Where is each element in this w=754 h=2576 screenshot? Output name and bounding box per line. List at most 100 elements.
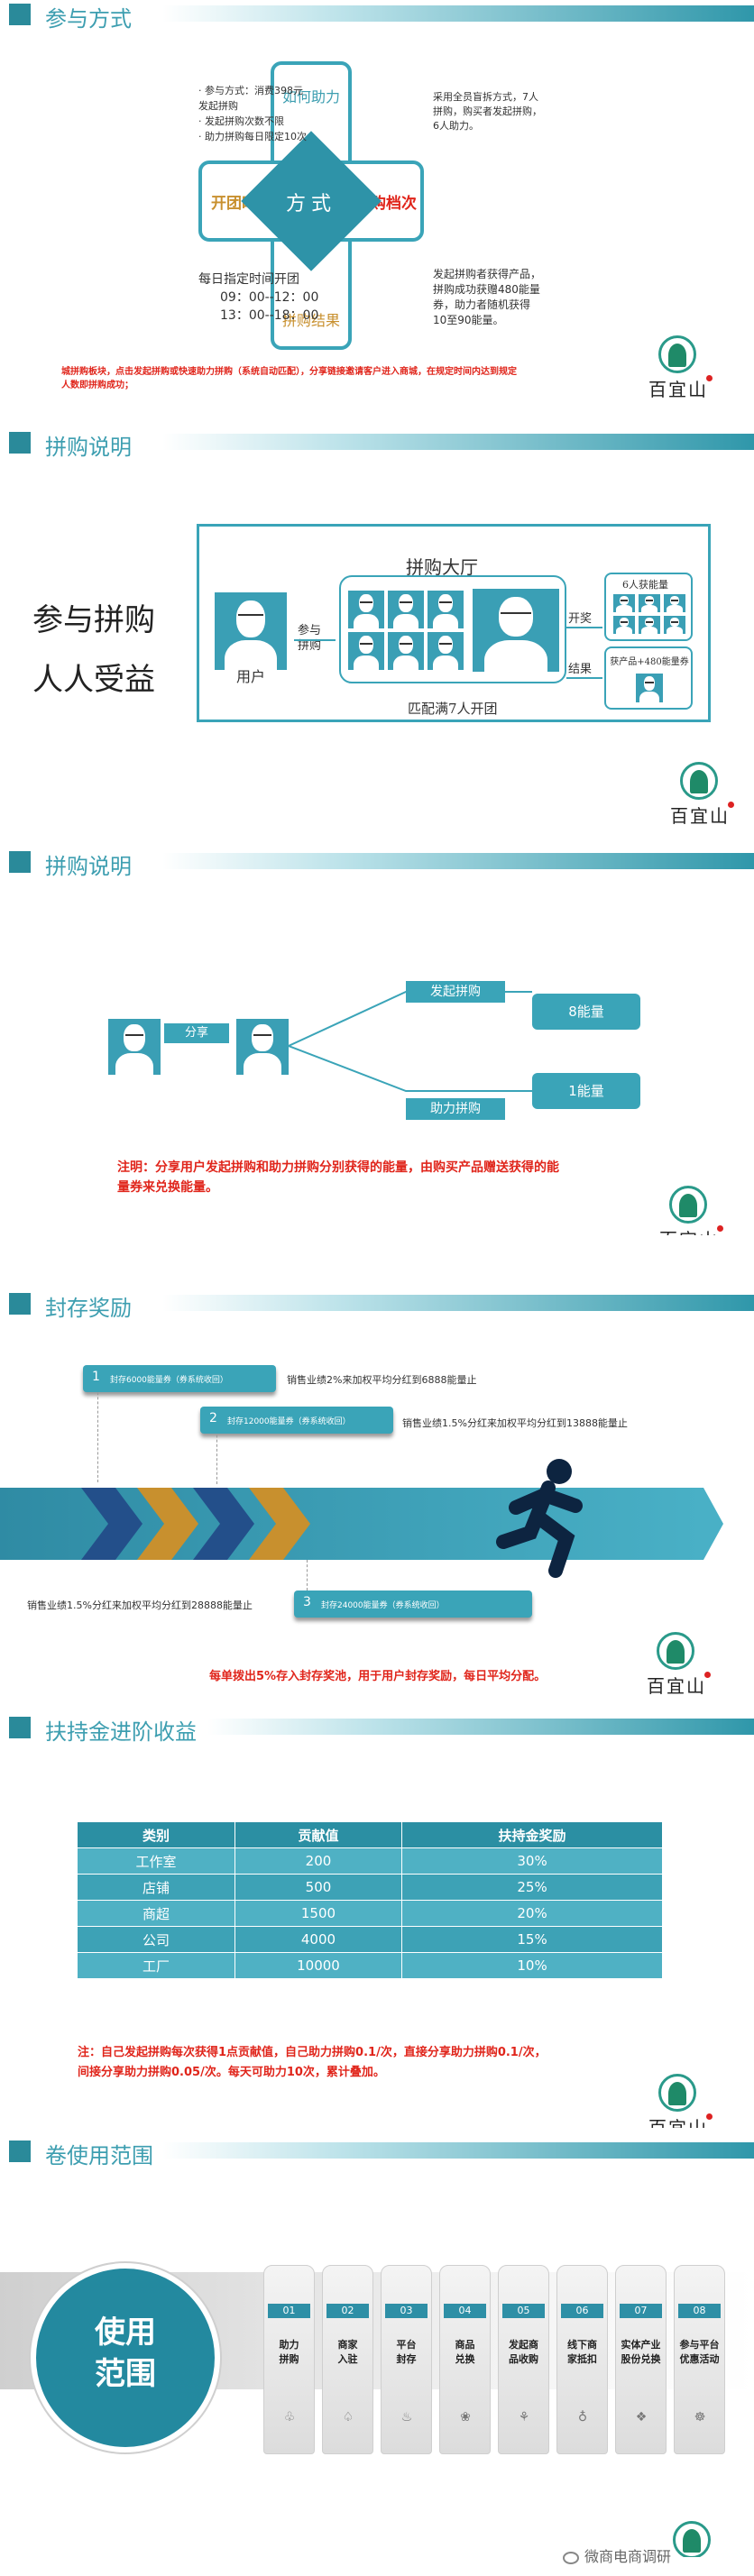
user-avatar [215, 592, 287, 670]
table-cell: 店铺 [77, 1874, 235, 1901]
launch-tag: 发起拼购 [406, 981, 505, 1003]
card-icon: ❖ [635, 2410, 648, 2425]
table-cell: 工厂 [77, 1952, 235, 1979]
six-box [604, 573, 693, 641]
prod-box [604, 646, 693, 710]
band-arrow-tip [703, 1488, 723, 1560]
hall-avatar [348, 591, 384, 628]
section-participation: 参与方式 如何助力 开团时间 拼购档次 拼购结果 方式 · 参与方式：消费398… [0, 0, 754, 424]
brand-logo: 百宜山 [664, 762, 736, 827]
brand-logo: 百宜山 [640, 1632, 713, 1697]
card-icon: ♁ [577, 2410, 588, 2425]
brand-logo: 百宜山 [653, 1186, 725, 1235]
section-group-buy-flow: 拼购说明 参与拼购人人受益 用户 参与拼购 拼购大厅 匹配满7人开团 开奖 结果… [0, 428, 754, 839]
wechat-icon [563, 2551, 579, 2564]
join-label: 参与拼购 [298, 624, 322, 653]
section-header: 拼购说明 [0, 848, 754, 879]
card-icon: ⚘ [518, 2410, 530, 2425]
join-arrow [294, 639, 336, 641]
card-number: 06 [561, 2304, 603, 2318]
header-block [9, 1293, 31, 1315]
s4-note: 每单拨出5%存入封存奖池，用于用户封存奖励，每日平均分配。 [209, 1670, 547, 1683]
card-label: 助力 拼购 [279, 2339, 299, 2365]
reward-2: 2 封存12000能量券（券系统收回） [200, 1407, 393, 1434]
energy-1: 1能量 [532, 1073, 640, 1109]
section-header: 拼购说明 [0, 428, 754, 460]
card-label: 商家 入驻 [337, 2339, 358, 2365]
hall-avatar [388, 632, 424, 670]
table-cell: 10000 [234, 1952, 403, 1979]
s5-note: 注：自己发起拼购每次获得1点贡献值，自己助力拼购0.1/次，直接分享助力拼购0.… [78, 2046, 547, 2079]
card-number: 08 [678, 2304, 721, 2318]
card-number: 07 [620, 2304, 662, 2318]
card-label: 平台 封存 [396, 2339, 417, 2365]
section-sealed-rewards: 封存奖励 1 封存6000能量券（券系统收回） 销售业绩2%来加权平均分红到68… [0, 1289, 754, 1704]
slogan: 参与拼购人人受益 [32, 602, 155, 698]
card-number: 04 [444, 2304, 486, 2318]
card-label: 发起商 品收购 [509, 2339, 538, 2365]
hall-avatar [428, 591, 464, 628]
table-cell: 公司 [77, 1926, 235, 1953]
tr-text: 采用全员盲拆方式，7人拼购，购买者发起拼购，6人助力。 [433, 91, 542, 132]
section-title: 参与方式 [45, 6, 132, 32]
receiver-avatar [236, 1019, 289, 1075]
winner-avatar [636, 674, 663, 702]
card-number: 05 [502, 2304, 545, 2318]
six-avatar [613, 594, 635, 612]
section-header: 扶持金进阶收益 [0, 1713, 754, 1745]
card-icon: ♨ [400, 2410, 413, 2425]
six-avatar [664, 594, 685, 612]
runner-icon [496, 1459, 583, 1578]
reward-3-desc: 销售业绩1.5%分红来加权平均分红到28888能量止 [27, 1600, 253, 1611]
card-icon: ❀ [460, 2410, 471, 2425]
chevrons [81, 1488, 310, 1560]
table-cell: 15% [401, 1926, 663, 1953]
section-title: 拼购说明 [45, 435, 132, 460]
section-header: 封存奖励 [0, 1289, 754, 1321]
center-label: 方式 [285, 193, 336, 215]
card-number: 01 [268, 2304, 310, 2318]
card-icon: ♧ [283, 2410, 296, 2425]
hall-avatar [428, 632, 464, 670]
flow-box [197, 524, 711, 722]
result-label: 结果 [568, 663, 593, 676]
s3-note: 注明：分享用户发起拼购和助力拼购分别获得的能量，由购买产品赠送获得的能量券来兑换… [117, 1160, 559, 1195]
section-energy: 拼购说明 分享 发起拼购 助力拼购 8能量 1能量 注明：分享用户发起拼购和助力… [0, 848, 754, 1235]
card-label: 实体产业 股份兑换 [621, 2339, 661, 2365]
usage-circle [31, 2263, 220, 2452]
six-avatar [639, 594, 660, 612]
brand-logo: 百宜山 [642, 2074, 714, 2128]
dash-v1 [97, 1383, 98, 1482]
table-cell: 商超 [77, 1900, 235, 1927]
hall-avatar [388, 591, 424, 628]
header-block [9, 2141, 31, 2162]
section-title: 卷使用范围 [45, 2143, 153, 2168]
card-icon: ☸ [694, 2410, 706, 2425]
match-label: 匹配满7人开团 [408, 701, 498, 717]
reward-2-desc: 销售业绩1.5%分红来加权平均分红到13888能量止 [402, 1417, 628, 1429]
usage-card: 07 实体产业 股份兑换 ❖ [615, 2265, 667, 2454]
reward-3: 3 封存24000能量券（券系统收回） [294, 1591, 532, 1618]
hall-avatar [348, 632, 384, 670]
header-block [9, 851, 31, 873]
prod-label: 获产品+480能量券 [610, 657, 689, 667]
hall-big-avatar [473, 589, 559, 672]
dash-v2 [216, 1421, 217, 1484]
table-cell: 1500 [234, 1900, 403, 1927]
table-cell: 500 [234, 1874, 403, 1901]
brand-logo: 百宜山 [642, 335, 714, 400]
header-block [9, 432, 31, 454]
tl-text: · 参与方式：消费398元发起拼购· 发起拼购次数不限· 助力拼购每日限定10次 [198, 85, 307, 142]
table-cell: 10% [401, 1952, 663, 1979]
header-block [9, 1717, 31, 1738]
table-cell: 4000 [234, 1926, 403, 1953]
